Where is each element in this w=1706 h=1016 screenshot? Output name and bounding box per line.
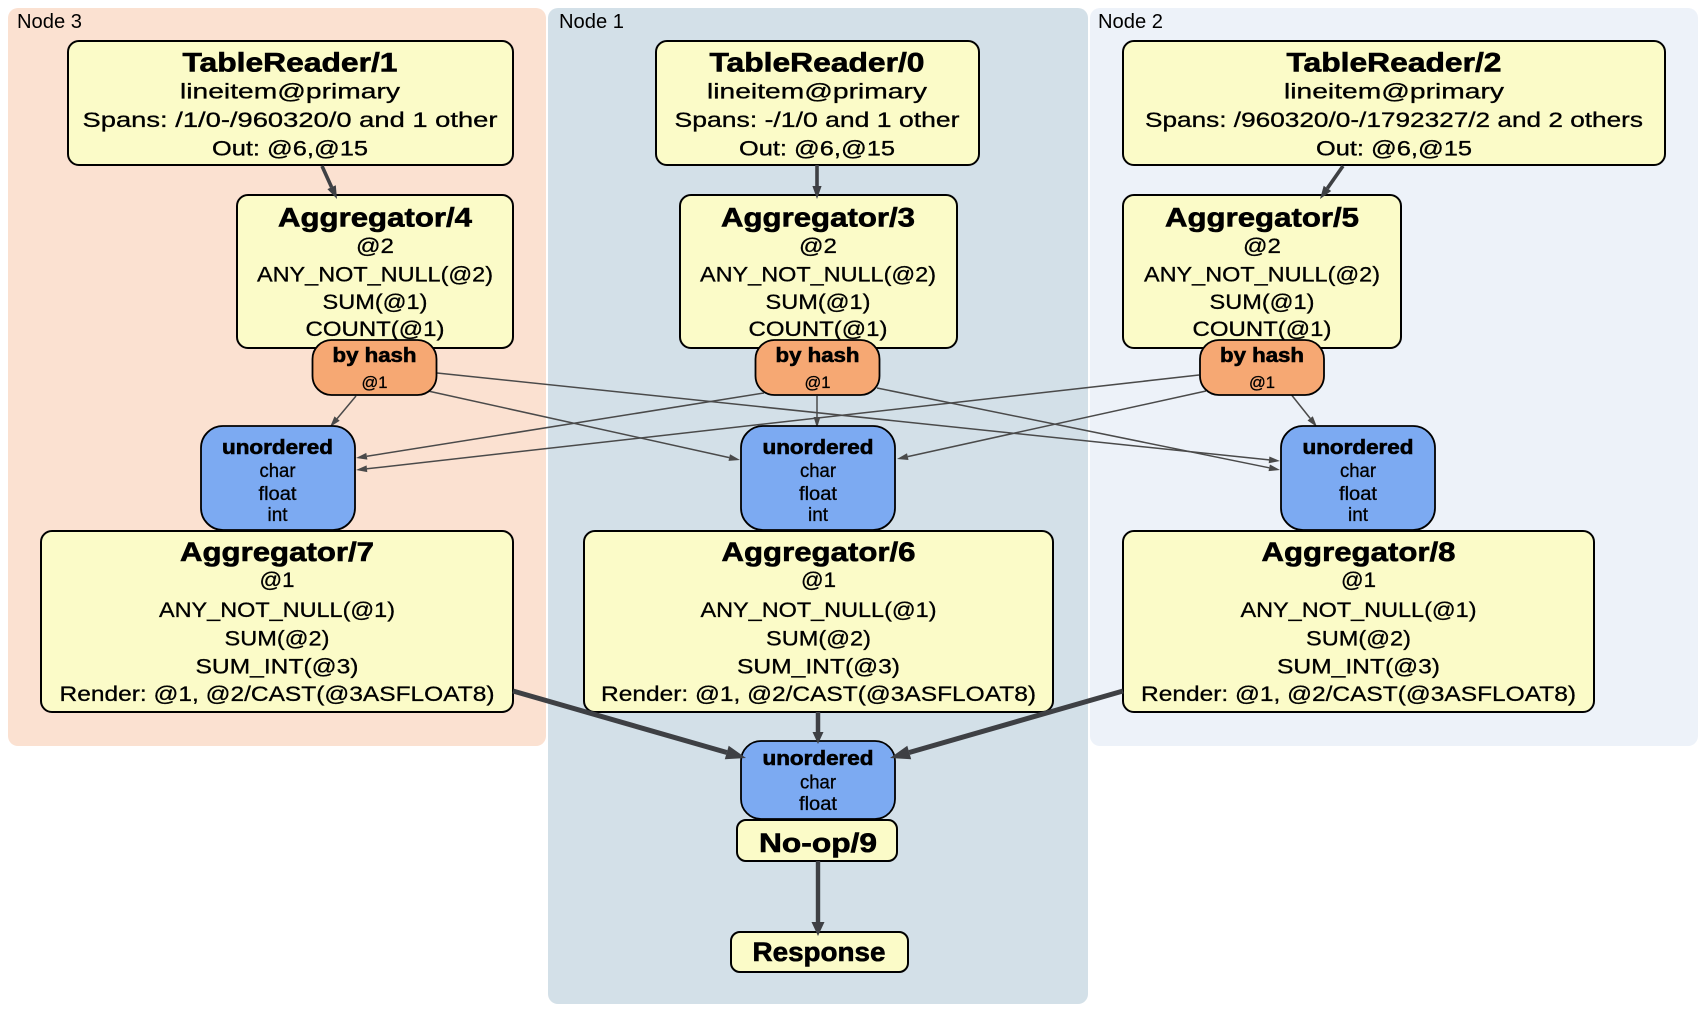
svg-text:unordered: unordered xyxy=(763,748,874,770)
svg-text:Render: @1, @2/CAST(@3ASFLOAT8: Render: @1, @2/CAST(@3ASFLOAT8) xyxy=(1141,683,1576,706)
svg-text:SUM_INT(@3): SUM_INT(@3) xyxy=(196,656,359,679)
svg-text:SUM(@2): SUM(@2) xyxy=(225,628,330,651)
svg-text:ANY_NOT_NULL(@2): ANY_NOT_NULL(@2) xyxy=(1144,264,1380,287)
svg-text:Aggregator/5: Aggregator/5 xyxy=(1165,203,1359,233)
svg-text:lineitem@primary: lineitem@primary xyxy=(1284,81,1505,104)
svg-text:float: float xyxy=(259,484,298,505)
svg-text:int: int xyxy=(1348,505,1369,526)
svg-text:@1: @1 xyxy=(260,569,295,592)
svg-text:SUM(@1): SUM(@1) xyxy=(1210,291,1315,314)
svg-text:Spans: /1/0-/960320/0 and 1 ot: Spans: /1/0-/960320/0 and 1 other xyxy=(83,109,498,132)
svg-text:float: float xyxy=(799,484,838,505)
svg-text:@1: @1 xyxy=(1341,569,1376,592)
svg-text:Aggregator/8: Aggregator/8 xyxy=(1262,537,1456,567)
svg-text:lineitem@primary: lineitem@primary xyxy=(707,81,928,104)
svg-text:Spans: /960320/0-/1792327/2 an: Spans: /960320/0-/1792327/2 and 2 others xyxy=(1145,109,1643,132)
svg-text:Response: Response xyxy=(753,937,886,967)
svg-text:int: int xyxy=(268,505,289,526)
svg-text:Render: @1, @2/CAST(@3ASFLOAT8: Render: @1, @2/CAST(@3ASFLOAT8) xyxy=(60,683,495,706)
svg-text:float: float xyxy=(1339,484,1378,505)
svg-text:float: float xyxy=(799,794,838,815)
svg-text:char: char xyxy=(1340,461,1377,482)
svg-text:@2: @2 xyxy=(356,235,394,258)
svg-text:Aggregator/7: Aggregator/7 xyxy=(180,537,374,567)
svg-text:Out: @6,@15: Out: @6,@15 xyxy=(739,138,895,161)
svg-text:Node 2: Node 2 xyxy=(1098,11,1163,33)
svg-text:unordered: unordered xyxy=(222,437,333,459)
svg-text:char: char xyxy=(800,773,837,794)
svg-text:@1: @1 xyxy=(805,373,831,392)
svg-text:@1: @1 xyxy=(362,373,388,392)
svg-text:Out: @6,@15: Out: @6,@15 xyxy=(212,138,368,161)
svg-text:TableReader/2: TableReader/2 xyxy=(1287,48,1502,78)
svg-text:COUNT(@1): COUNT(@1) xyxy=(1193,318,1332,341)
svg-text:SUM(@1): SUM(@1) xyxy=(766,291,871,314)
svg-text:ANY_NOT_NULL(@1): ANY_NOT_NULL(@1) xyxy=(159,599,395,622)
svg-text:int: int xyxy=(808,505,829,526)
svg-text:SUM(@1): SUM(@1) xyxy=(323,291,428,314)
svg-text:COUNT(@1): COUNT(@1) xyxy=(749,318,888,341)
svg-text:ANY_NOT_NULL(@1): ANY_NOT_NULL(@1) xyxy=(701,599,937,622)
svg-text:SUM(@2): SUM(@2) xyxy=(1306,628,1411,651)
svg-text:ANY_NOT_NULL(@1): ANY_NOT_NULL(@1) xyxy=(1241,599,1477,622)
svg-text:@1: @1 xyxy=(1249,373,1275,392)
svg-text:TableReader/0: TableReader/0 xyxy=(710,48,925,78)
svg-text:@2: @2 xyxy=(799,235,837,258)
svg-text:lineitem@primary: lineitem@primary xyxy=(180,81,401,104)
svg-text:Node 3: Node 3 xyxy=(17,11,82,33)
svg-text:Aggregator/6: Aggregator/6 xyxy=(722,537,916,567)
svg-text:char: char xyxy=(800,461,837,482)
svg-text:by hash: by hash xyxy=(333,345,417,367)
svg-text:ANY_NOT_NULL(@2): ANY_NOT_NULL(@2) xyxy=(257,264,493,287)
svg-text:Aggregator/4: Aggregator/4 xyxy=(278,203,472,233)
svg-text:char: char xyxy=(260,461,297,482)
svg-text:by hash: by hash xyxy=(1220,345,1304,367)
svg-text:SUM_INT(@3): SUM_INT(@3) xyxy=(737,656,900,679)
svg-text:SUM(@2): SUM(@2) xyxy=(766,628,871,651)
svg-text:unordered: unordered xyxy=(1303,437,1414,459)
svg-text:by hash: by hash xyxy=(776,345,860,367)
svg-text:Out: @6,@15: Out: @6,@15 xyxy=(1316,138,1472,161)
svg-text:Spans: -/1/0 and 1 other: Spans: -/1/0 and 1 other xyxy=(675,109,960,132)
svg-text:Aggregator/3: Aggregator/3 xyxy=(721,203,915,233)
svg-text:No-op/9: No-op/9 xyxy=(759,828,877,858)
svg-text:Node 1: Node 1 xyxy=(559,11,624,33)
svg-text:@2: @2 xyxy=(1243,235,1281,258)
svg-text:ANY_NOT_NULL(@2): ANY_NOT_NULL(@2) xyxy=(700,264,936,287)
svg-text:TableReader/1: TableReader/1 xyxy=(183,48,398,78)
svg-text:COUNT(@1): COUNT(@1) xyxy=(306,318,445,341)
svg-text:Render: @1, @2/CAST(@3ASFLOAT8: Render: @1, @2/CAST(@3ASFLOAT8) xyxy=(601,683,1036,706)
svg-text:@1: @1 xyxy=(801,569,836,592)
svg-text:SUM_INT(@3): SUM_INT(@3) xyxy=(1277,656,1440,679)
svg-text:unordered: unordered xyxy=(763,437,874,459)
